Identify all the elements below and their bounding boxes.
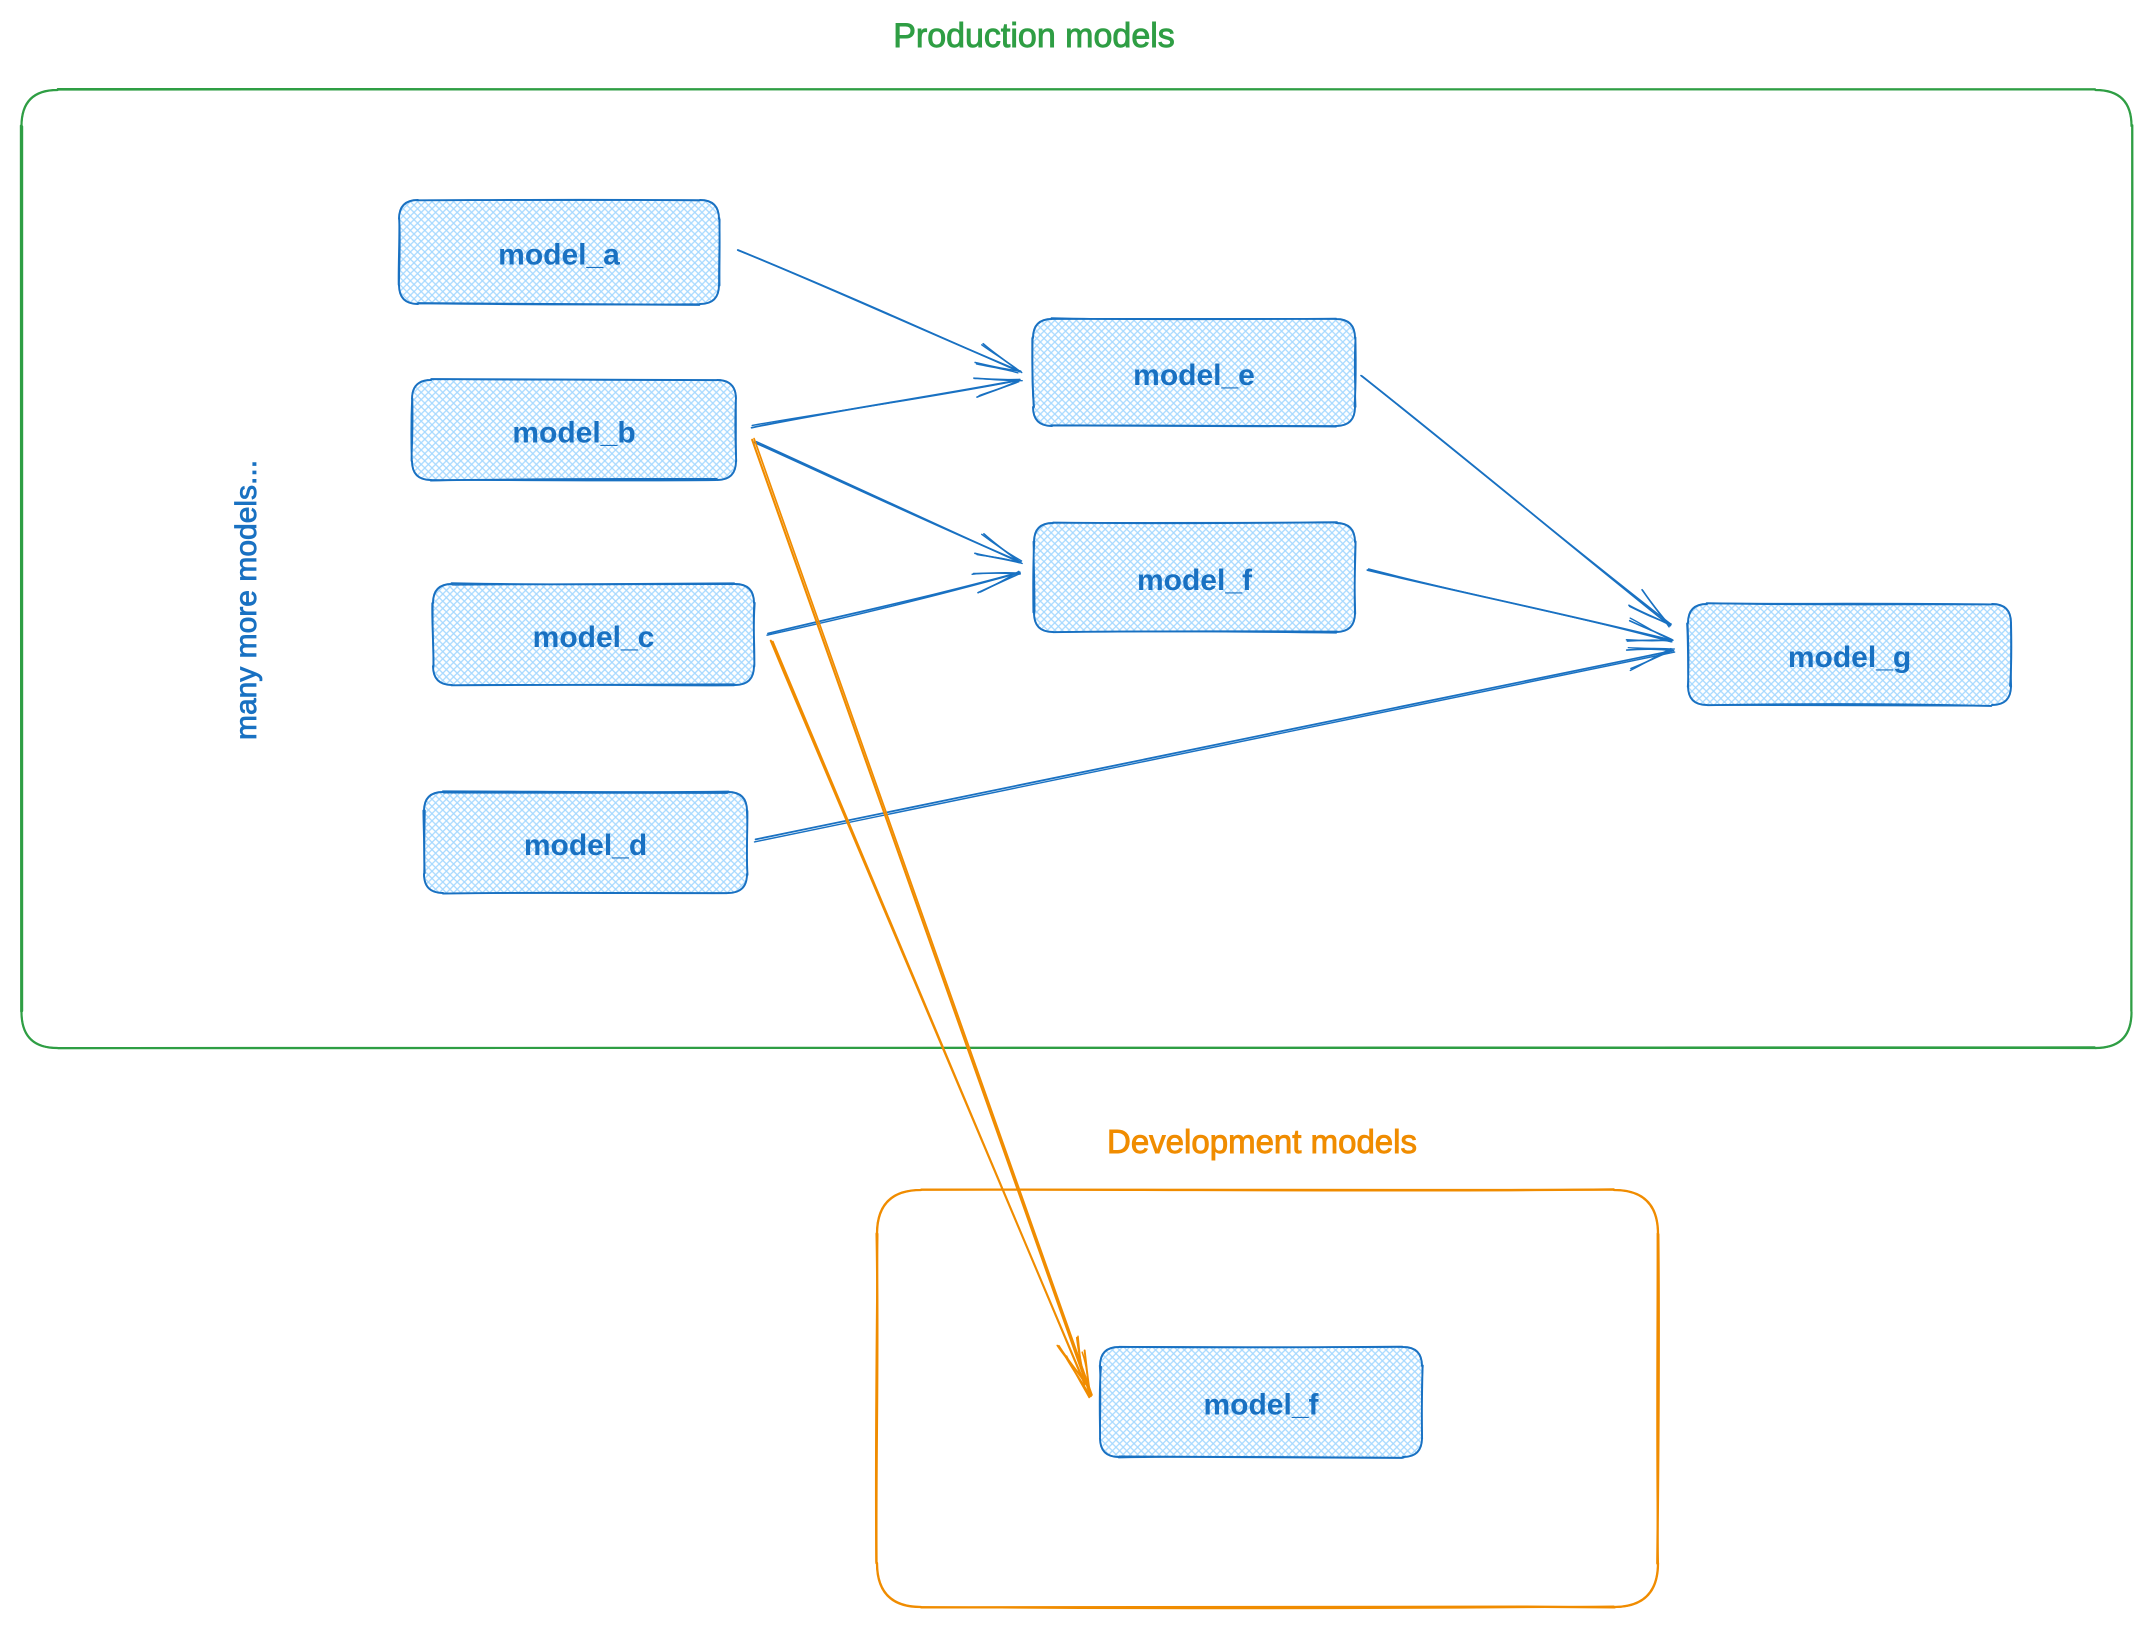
svg-text:model_a: model_a <box>498 239 620 272</box>
svg-text:model_g: model_g <box>1788 641 1911 674</box>
svg-text:model_c: model_c <box>533 621 655 654</box>
svg-text:model_b: model_b <box>512 417 635 450</box>
svg-text:model_f: model_f <box>1137 564 1253 597</box>
svg-text:many more models...: many more models... <box>230 460 263 740</box>
svg-text:Development models: Development models <box>1107 1123 1417 1160</box>
svg-text:Production models: Production models <box>893 17 1175 55</box>
svg-text:model_f: model_f <box>1203 1389 1319 1422</box>
svg-text:model_d: model_d <box>524 829 647 862</box>
svg-text:model_e: model_e <box>1133 359 1255 392</box>
